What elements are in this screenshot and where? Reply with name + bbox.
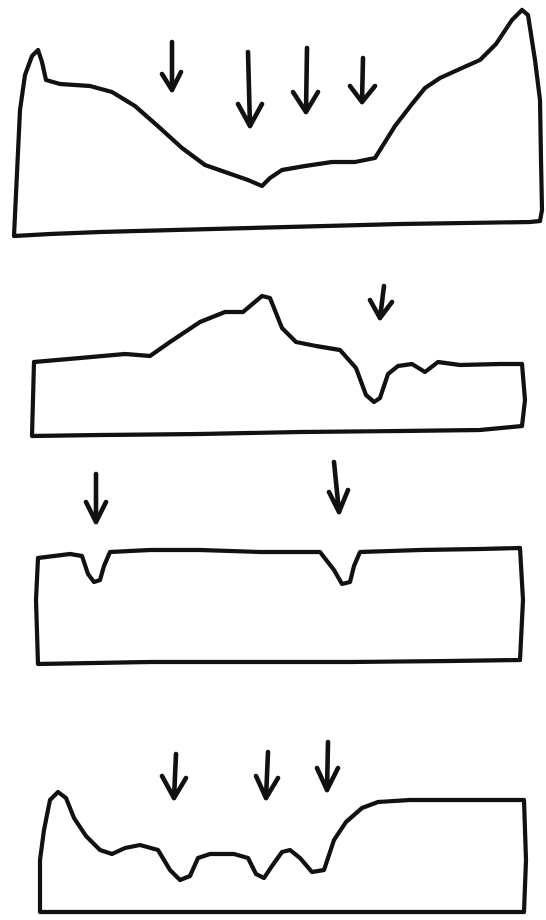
down-arrow [162,754,186,798]
down-arrow [317,742,338,790]
down-arrow [293,48,318,112]
panel-4-outline [40,792,526,912]
down-arrow [329,462,348,512]
down-arrow [350,58,375,102]
down-arrow [86,474,106,522]
panel-1-outline [14,10,542,236]
down-arrow [238,52,262,126]
panel-4 [40,742,526,912]
panel-2 [32,286,525,436]
down-arrow [162,42,181,90]
panel-3 [36,462,523,664]
panel-3-outline [36,548,523,664]
down-arrow [370,286,392,318]
panel-1 [14,10,542,236]
down-arrow [256,752,278,798]
panel-2-outline [32,296,525,436]
